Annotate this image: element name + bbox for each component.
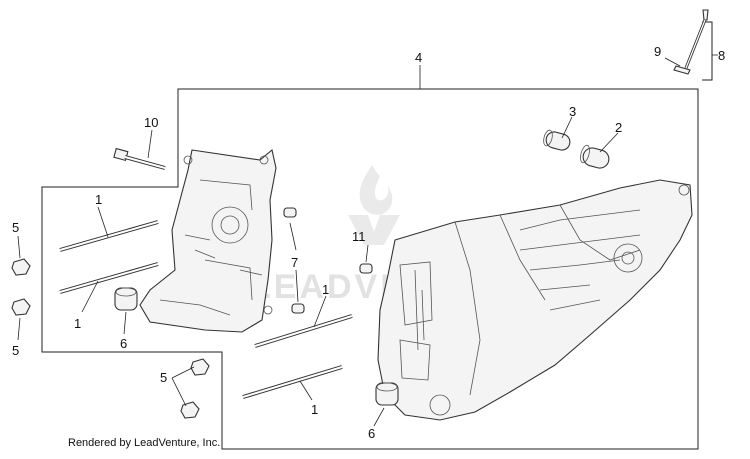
left-crankcase-half [139, 148, 277, 333]
callout-11: 11 [352, 229, 366, 244]
callout-6b: 6 [368, 426, 375, 441]
o-ring-9 [673, 65, 691, 75]
callout-1b: 1 [74, 316, 81, 331]
nut-5a [11, 258, 31, 276]
watermark-flame-icon [359, 165, 393, 215]
group-frame [41, 88, 699, 450]
callout-1d: 1 [311, 402, 318, 417]
callout-3: 3 [569, 104, 576, 119]
callout-9: 9 [654, 44, 661, 59]
nut-5b [11, 298, 31, 316]
stud-1c [254, 314, 353, 348]
leader-lines [17, 57, 681, 427]
callout-10: 10 [144, 115, 158, 130]
callout-8: 8 [718, 48, 725, 63]
callout-5a: 5 [12, 220, 19, 235]
watermark-lv-logo [348, 215, 400, 245]
nut-5d [180, 401, 200, 419]
bolt-10 [113, 147, 166, 170]
bushing-6b [375, 382, 399, 406]
dowel-2 [580, 144, 610, 169]
stud-1a [59, 220, 159, 252]
dowel-3 [543, 129, 571, 151]
callout-7: 7 [291, 255, 298, 270]
callout-6a: 6 [120, 336, 127, 351]
right-crankcase-half [377, 179, 693, 421]
pin-7a [283, 207, 297, 218]
callout-1a: 1 [95, 192, 102, 207]
footer-credit: Rendered by LeadVenture, Inc. [68, 437, 221, 449]
pin-7b [291, 303, 305, 314]
callout-5c: 5 [160, 370, 167, 385]
stud-1d [242, 365, 343, 399]
bushing-6a [114, 287, 138, 311]
callout-1c: 1 [322, 282, 329, 297]
nut-5c [190, 358, 210, 376]
callout-5b: 5 [12, 343, 19, 358]
pin-11 [359, 263, 373, 274]
callout-4: 4 [415, 50, 422, 65]
dipstick-8 [684, 9, 709, 69]
stud-1b [59, 262, 159, 294]
callout-2: 2 [615, 120, 622, 135]
bracket-8 [702, 21, 713, 81]
